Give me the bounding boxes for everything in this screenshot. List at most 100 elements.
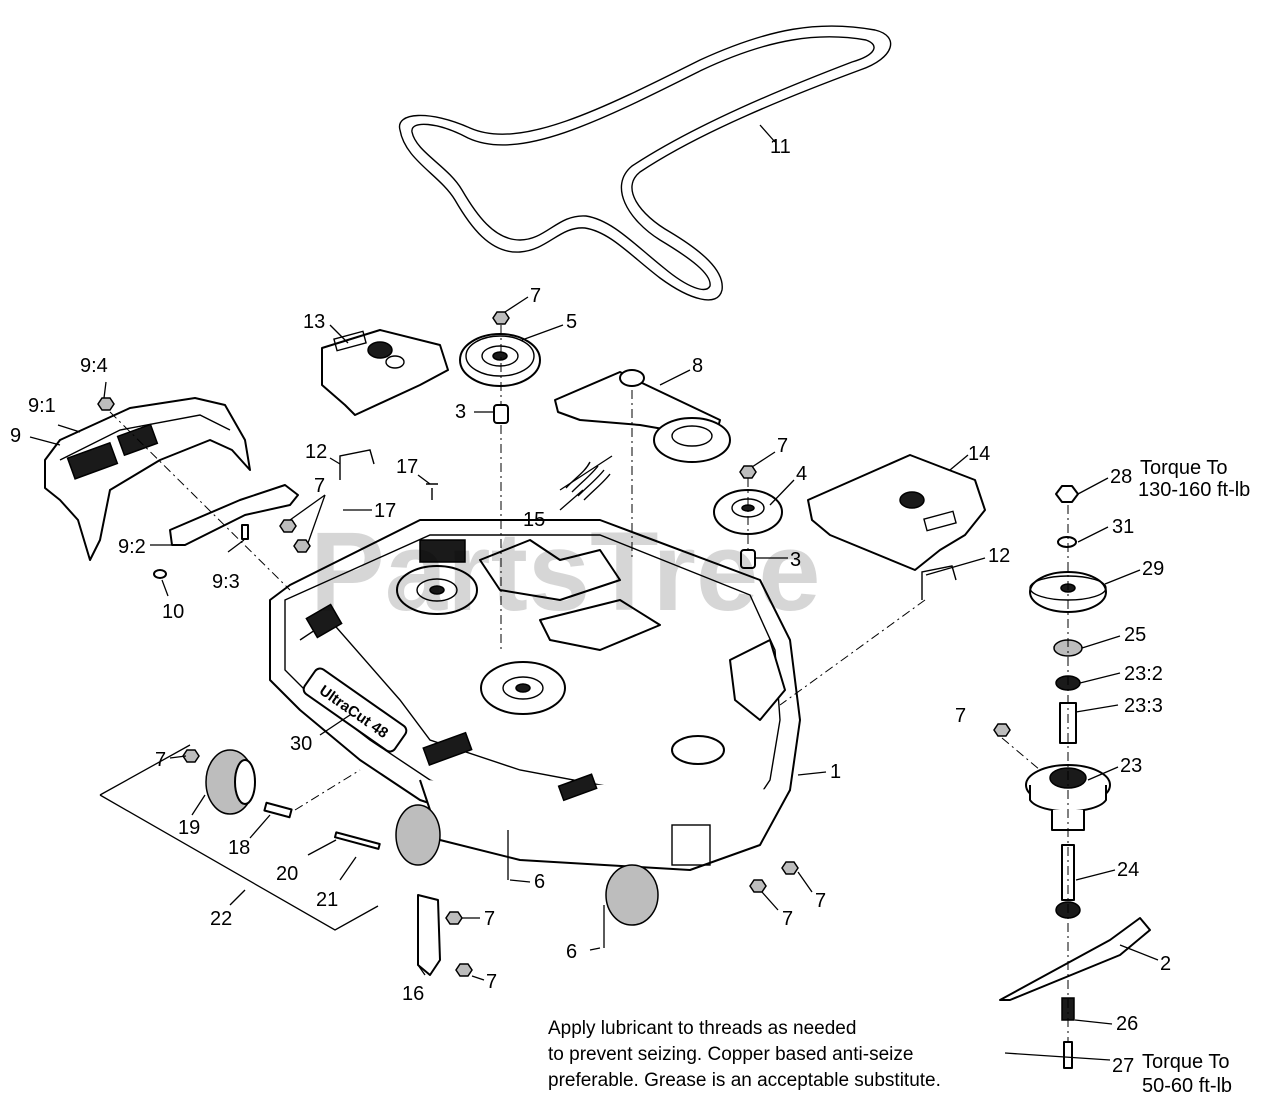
nut bbox=[993, 723, 1011, 737]
callout-9-4: 9:4 bbox=[80, 355, 108, 377]
callout-18: 18 bbox=[228, 837, 250, 859]
callout-3: 3 bbox=[455, 401, 466, 423]
deck-decal bbox=[557, 773, 598, 802]
callout-7: 7 bbox=[782, 908, 793, 930]
nut bbox=[781, 861, 799, 875]
spacer-top bbox=[493, 404, 509, 424]
svg-text:to prevent seizing. Copper bas: to prevent seizing. Copper based anti-se… bbox=[548, 1044, 913, 1065]
callout-12: 12 bbox=[305, 441, 327, 463]
callout-16: 16 bbox=[402, 983, 424, 1005]
callout-20: 20 bbox=[276, 863, 298, 885]
torque-note-28: Torque To 130-160 ft-lb bbox=[1138, 457, 1250, 501]
idler-arm[interactable] bbox=[554, 369, 731, 463]
callout-7: 7 bbox=[815, 890, 826, 912]
blade[interactable] bbox=[999, 917, 1151, 1001]
callout-9-2: 9:2 bbox=[118, 536, 146, 558]
callout-7: 7 bbox=[484, 908, 495, 930]
svg-text:Apply lubricant to threads as: Apply lubricant to threads as needed bbox=[548, 1018, 856, 1039]
callout-9-3: 9:3 bbox=[212, 571, 240, 593]
callout-24: 24 bbox=[1117, 859, 1139, 881]
callout-5: 5 bbox=[566, 311, 577, 333]
callout-13: 13 bbox=[303, 311, 325, 333]
callout-26: 26 bbox=[1116, 1013, 1138, 1035]
hinge-pin bbox=[241, 524, 249, 540]
callout-1: 1 bbox=[830, 761, 841, 783]
callout-27: 27 bbox=[1112, 1055, 1134, 1077]
drive-belt[interactable] bbox=[398, 25, 892, 301]
callout-7: 7 bbox=[955, 705, 966, 727]
nut bbox=[445, 911, 463, 925]
gauge-wheel-rear[interactable] bbox=[205, 749, 256, 815]
deck-pulley-center[interactable] bbox=[480, 661, 566, 715]
discharge-chute-hood[interactable] bbox=[44, 397, 251, 561]
callout-23-2: 23:2 bbox=[1124, 663, 1163, 685]
gauge-wheel-front-left[interactable] bbox=[395, 804, 441, 866]
callout-30: 30 bbox=[290, 733, 312, 755]
callout-10: 10 bbox=[162, 601, 184, 623]
svg-text:130-160 ft-lb: 130-160 ft-lb bbox=[1138, 479, 1250, 501]
deck-mount-bracket bbox=[729, 639, 786, 721]
callout-22: 22 bbox=[210, 908, 232, 930]
callout-15: 15 bbox=[523, 509, 545, 531]
nut bbox=[279, 519, 297, 533]
deck-pulley-left[interactable] bbox=[396, 565, 478, 615]
callout-7: 7 bbox=[530, 285, 541, 307]
leader-lines bbox=[29, 124, 1159, 1061]
deck-spindle-opening bbox=[671, 735, 725, 765]
torque-note-27: Torque To 50-60 ft-lb bbox=[1142, 1051, 1232, 1097]
idler-bracket bbox=[479, 539, 621, 601]
hinge-bracket[interactable] bbox=[169, 484, 299, 546]
gauge-wheel-front-right[interactable] bbox=[605, 864, 659, 926]
spindle-nut-28[interactable] bbox=[1055, 485, 1079, 503]
callout-6: 6 bbox=[566, 941, 577, 963]
assembly-bracket-outline bbox=[99, 744, 379, 931]
bolt-17 bbox=[426, 483, 438, 500]
callout-17: 17 bbox=[396, 456, 418, 478]
svg-text:Torque To: Torque To bbox=[1140, 457, 1227, 479]
callout-3: 3 bbox=[790, 549, 801, 571]
callout-17: 17 bbox=[374, 500, 396, 522]
belt-cover-left[interactable] bbox=[321, 329, 449, 416]
callout-8: 8 bbox=[692, 355, 703, 377]
deck-decal bbox=[305, 603, 343, 639]
svg-text:Torque To: Torque To bbox=[1142, 1051, 1229, 1073]
callout-9: 9 bbox=[10, 425, 21, 447]
washer-31[interactable] bbox=[1057, 536, 1077, 548]
assembly-lines bbox=[109, 325, 1069, 1042]
belt-cover-right[interactable] bbox=[807, 454, 986, 571]
callout-14: 14 bbox=[968, 443, 990, 465]
callout-7: 7 bbox=[777, 435, 788, 457]
nut bbox=[455, 963, 473, 977]
callout-31: 31 bbox=[1112, 516, 1134, 538]
nut-right bbox=[739, 465, 757, 479]
callout-23-3: 23:3 bbox=[1124, 695, 1163, 717]
callout-9-1: 9:1 bbox=[28, 395, 56, 417]
rod-right[interactable] bbox=[921, 565, 957, 600]
axle-bolt-18[interactable] bbox=[263, 801, 293, 819]
nut-9-4 bbox=[97, 397, 115, 411]
deck-decal bbox=[422, 731, 473, 766]
callout-11: 11 bbox=[770, 136, 791, 158]
callouts: 7 5 3 8 7 4 3 11 13 14 15 12 12 17 7 17 … bbox=[10, 136, 1171, 1077]
blade-bolt-27[interactable] bbox=[1063, 1041, 1073, 1069]
nut bbox=[749, 879, 767, 893]
nut-top bbox=[492, 311, 510, 325]
deck-decal bbox=[419, 539, 466, 563]
nut bbox=[293, 539, 311, 553]
shoulder-bolt-21[interactable] bbox=[333, 831, 381, 850]
svg-text:50-60 ft-lb: 50-60 ft-lb bbox=[1142, 1075, 1232, 1097]
svg-text:preferable. Grease is an accep: preferable. Grease is an acceptable subs… bbox=[548, 1070, 941, 1091]
callout-7: 7 bbox=[486, 971, 497, 993]
callout-21: 21 bbox=[316, 889, 338, 911]
clevis-pin-10[interactable] bbox=[153, 569, 167, 579]
extension-spring[interactable] bbox=[559, 455, 613, 501]
callout-23: 23 bbox=[1120, 755, 1142, 777]
wheel-bracket[interactable] bbox=[417, 894, 441, 976]
callout-19: 19 bbox=[178, 817, 200, 839]
idler-pulley-top[interactable] bbox=[459, 333, 541, 387]
rod-left[interactable] bbox=[339, 449, 375, 480]
lubricant-note: Apply lubricant to threads as needed to … bbox=[548, 1018, 941, 1091]
callout-2: 2 bbox=[1160, 953, 1171, 975]
callout-12: 12 bbox=[988, 545, 1010, 567]
